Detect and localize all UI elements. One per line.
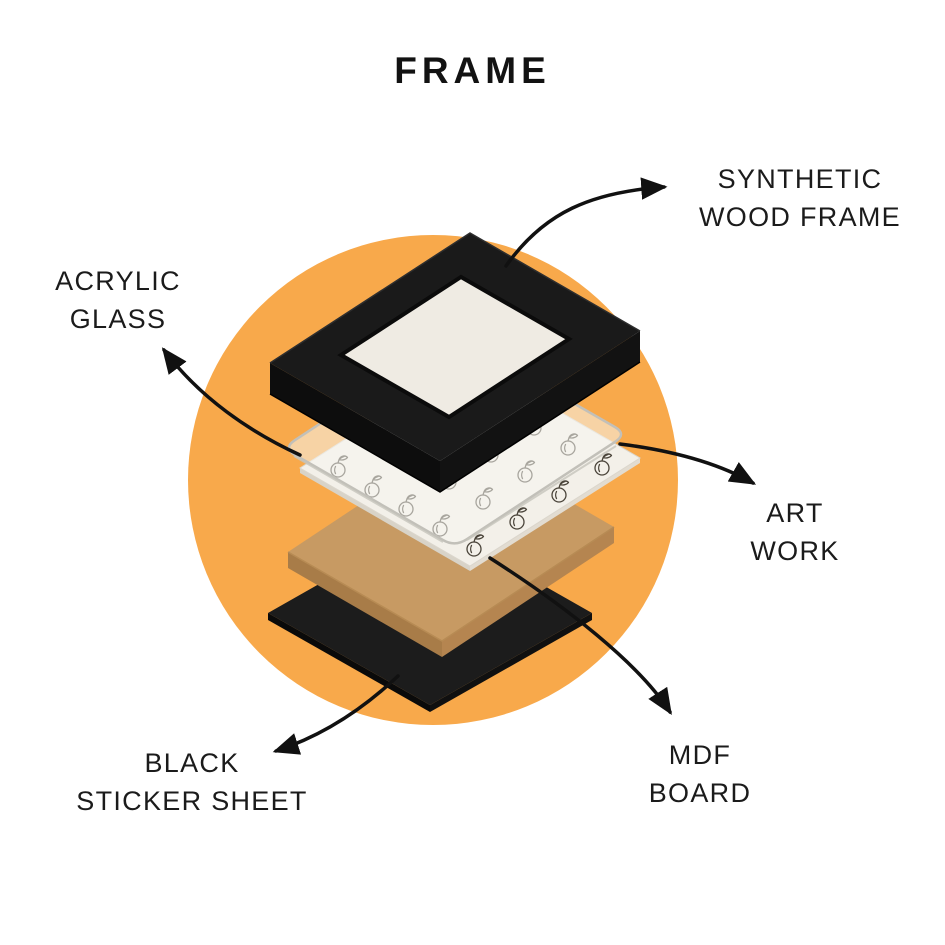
callout-sticker-line2: STICKER SHEET — [76, 786, 308, 817]
callout-artwork-line1: ART — [766, 498, 824, 528]
frame-side-right — [440, 331, 640, 492]
frame-opening-mat — [341, 277, 569, 417]
callout-synthetic-line2: WOOD FRAME — [699, 202, 901, 233]
annotation-arrows — [161, 177, 757, 755]
arrow-synthetic-wood-frame — [504, 177, 668, 268]
arrow-black-sticker-sheet — [272, 674, 400, 755]
callout-mdf-board: MDF BOARD — [600, 736, 800, 813]
callout-sticker-line1: BLACK — [144, 748, 240, 778]
callout-artwork-line2: WORK — [750, 536, 840, 567]
callout-acrylic-glass: ACRYLIC GLASS — [8, 262, 228, 339]
callout-synthetic-wood-frame: SYNTHETIC WOOD FRAME — [650, 160, 945, 237]
frame-top-face — [270, 233, 640, 461]
callout-mdf-line2: BOARD — [648, 778, 752, 809]
arrow-mdf-board — [488, 556, 672, 715]
arrow-acrylic-glass — [161, 347, 302, 457]
callout-acrylic-line2: GLASS — [69, 304, 167, 335]
callout-synthetic-line1: SYNTHETIC — [717, 164, 883, 194]
frame-layer — [269, 232, 641, 493]
arrow-art-work — [618, 442, 757, 485]
callout-art-work: ART WORK — [695, 494, 895, 571]
callout-mdf-line1: MDF — [668, 740, 732, 770]
callout-black-sticker-sheet: BLACK STICKER SHEET — [42, 744, 342, 821]
frame-side-left — [270, 363, 440, 492]
callout-acrylic-line1: ACRYLIC — [55, 266, 181, 296]
page-title: FRAME — [394, 50, 551, 91]
